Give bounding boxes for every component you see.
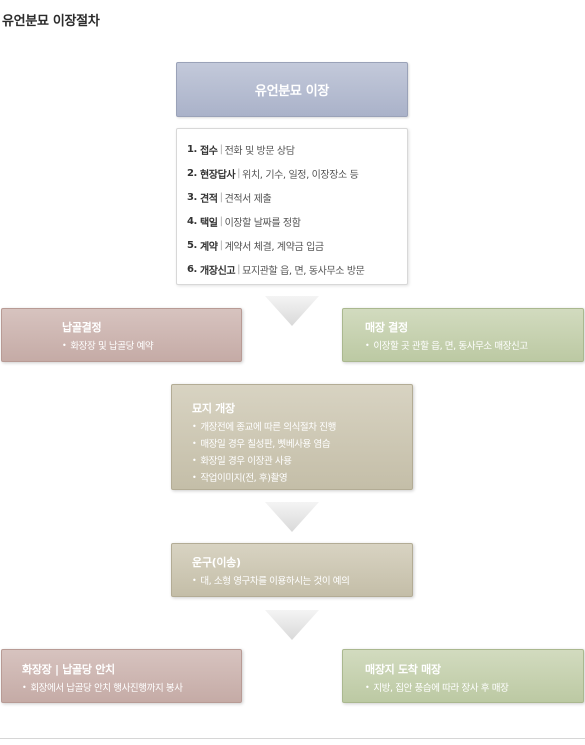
- chevron-down-icon: [265, 502, 319, 532]
- bullet-icon: •: [192, 472, 197, 482]
- item-text: 대, 소형 영구차를 이용하시는 것이 예의: [200, 576, 350, 587]
- step-separator: |: [219, 239, 223, 251]
- bullet-icon: •: [365, 682, 370, 692]
- step-separator: |: [219, 215, 223, 227]
- step-description: 이장할 날짜를 정함: [224, 217, 301, 229]
- step-number: 3.: [187, 191, 197, 203]
- bullet-icon: •: [192, 575, 197, 585]
- bullet-icon: •: [62, 340, 67, 350]
- page-title: 유언분묘 이장절차: [2, 14, 100, 29]
- item-text: 작업이미지(전, 후)촬영: [200, 473, 288, 484]
- step-description: 묘지관할 읍, 면, 동사무소 방문: [242, 265, 365, 277]
- list-item: • 개장전에 종교에 따른 의식절차 진행: [192, 419, 412, 434]
- box-title: 납골결정: [62, 321, 102, 334]
- step-description: 위치, 기수, 일정, 이장장소 등: [242, 169, 359, 181]
- item-text: 개장전에 종교에 따른 의식절차 진행: [200, 422, 336, 433]
- box-title: 화장장 | 납골당 안치: [22, 663, 115, 676]
- list-item: • 회장에서 납골당 안치 행사진행까지 봉사: [22, 680, 241, 695]
- cremation-final-box: 화장장 | 납골당 안치 • 회장에서 납골당 안치 행사진행까지 봉사: [1, 649, 242, 703]
- box-title: 매장지 도착 매장: [365, 663, 441, 676]
- item-text: 지방, 집안 풍습에 따라 장사 후 매장: [373, 683, 509, 694]
- bullet-icon: •: [192, 438, 197, 448]
- step-number: 1.: [187, 143, 197, 155]
- list-item: 2. 현장답사 | 위치, 기수, 일정, 이장장소 등: [187, 161, 407, 185]
- bullet-icon: •: [192, 421, 197, 431]
- list-item: 3. 견적 | 견적서 제출: [187, 185, 407, 209]
- item-text: 화장일 경우 이장관 사용: [200, 456, 292, 467]
- burial-decision-box: 매장 결정 • 이장할 곳 관할 읍, 면, 동사무소 매장신고: [342, 308, 584, 362]
- step-number: 4.: [187, 215, 197, 227]
- step-separator: |: [237, 167, 241, 179]
- item-text: 이장할 곳 관할 읍, 면, 동사무소 매장신고: [373, 341, 528, 352]
- bullet-icon: •: [365, 340, 370, 350]
- step-description: 계약서 체결, 계약금 입금: [224, 241, 325, 253]
- cremation-decision-box: 납골결정 • 화장장 및 납골당 예약: [1, 308, 242, 362]
- list-item: 5. 계약 | 계약서 체결, 계약금 입금: [187, 233, 407, 257]
- step-separator: |: [219, 143, 223, 155]
- box-title: 매장 결정: [365, 321, 408, 334]
- chevron-down-icon: [265, 296, 319, 326]
- bullet-icon: •: [192, 455, 197, 465]
- list-item: • 대, 소형 영구차를 이용하시는 것이 예의: [192, 573, 412, 588]
- list-item: • 지방, 집안 풍습에 따라 장사 후 매장: [365, 680, 583, 695]
- step-name: 개장신고: [199, 265, 236, 277]
- step-number: 2.: [187, 167, 197, 179]
- list-item: • 매장일 경우 칠성판, 삣베사용 염습: [192, 436, 412, 451]
- step-description: 견적서 제출: [224, 193, 272, 205]
- divider: [0, 738, 585, 739]
- step-name: 택일: [199, 217, 218, 229]
- list-item: 1. 접수 | 전화 및 방문 상담: [187, 137, 407, 161]
- step-separator: |: [219, 191, 223, 203]
- list-item: • 화장장 및 납골당 예약: [62, 338, 241, 353]
- transport-box: 운구(이송) • 대, 소형 영구차를 이용하시는 것이 예의: [171, 543, 413, 597]
- list-item: 6. 개장신고 | 묘지관할 읍, 면, 동사무소 방문: [187, 257, 407, 281]
- chevron-down-icon: [265, 610, 319, 640]
- list-item: • 화장일 경우 이장관 사용: [192, 453, 412, 468]
- step-name: 접수: [199, 145, 218, 157]
- bullet-icon: •: [22, 682, 27, 692]
- box-title: 묘지 개장: [192, 402, 235, 415]
- steps-list: 1. 접수 | 전화 및 방문 상담 2. 현장답사 | 위치, 기수, 일정,…: [176, 128, 408, 285]
- list-item: 4. 택일 | 이장할 날짜를 정함: [187, 209, 407, 233]
- list-item: • 작업이미지(전, 후)촬영: [192, 470, 412, 485]
- box-title: 운구(이송): [192, 556, 241, 569]
- process-header: 유언분묘 이장: [176, 62, 408, 117]
- item-text: 매장일 경우 칠성판, 삣베사용 염습: [200, 439, 331, 450]
- exhumation-box: 묘지 개장 • 개장전에 종교에 따른 의식절차 진행 • 매장일 경우 칠성판…: [171, 384, 413, 490]
- item-text: 화장장 및 납골당 예약: [70, 341, 154, 352]
- step-name: 계약: [199, 241, 218, 253]
- step-name: 현장답사: [199, 169, 236, 181]
- step-number: 6.: [187, 263, 197, 275]
- step-name: 견적: [199, 193, 218, 205]
- item-text: 회장에서 납골당 안치 행사진행까지 봉사: [30, 683, 183, 694]
- step-number: 5.: [187, 239, 197, 251]
- step-separator: |: [237, 263, 241, 275]
- list-item: • 이장할 곳 관할 읍, 면, 동사무소 매장신고: [365, 338, 583, 353]
- burial-final-box: 매장지 도착 매장 • 지방, 집안 풍습에 따라 장사 후 매장: [342, 649, 584, 703]
- step-description: 전화 및 방문 상담: [224, 145, 295, 157]
